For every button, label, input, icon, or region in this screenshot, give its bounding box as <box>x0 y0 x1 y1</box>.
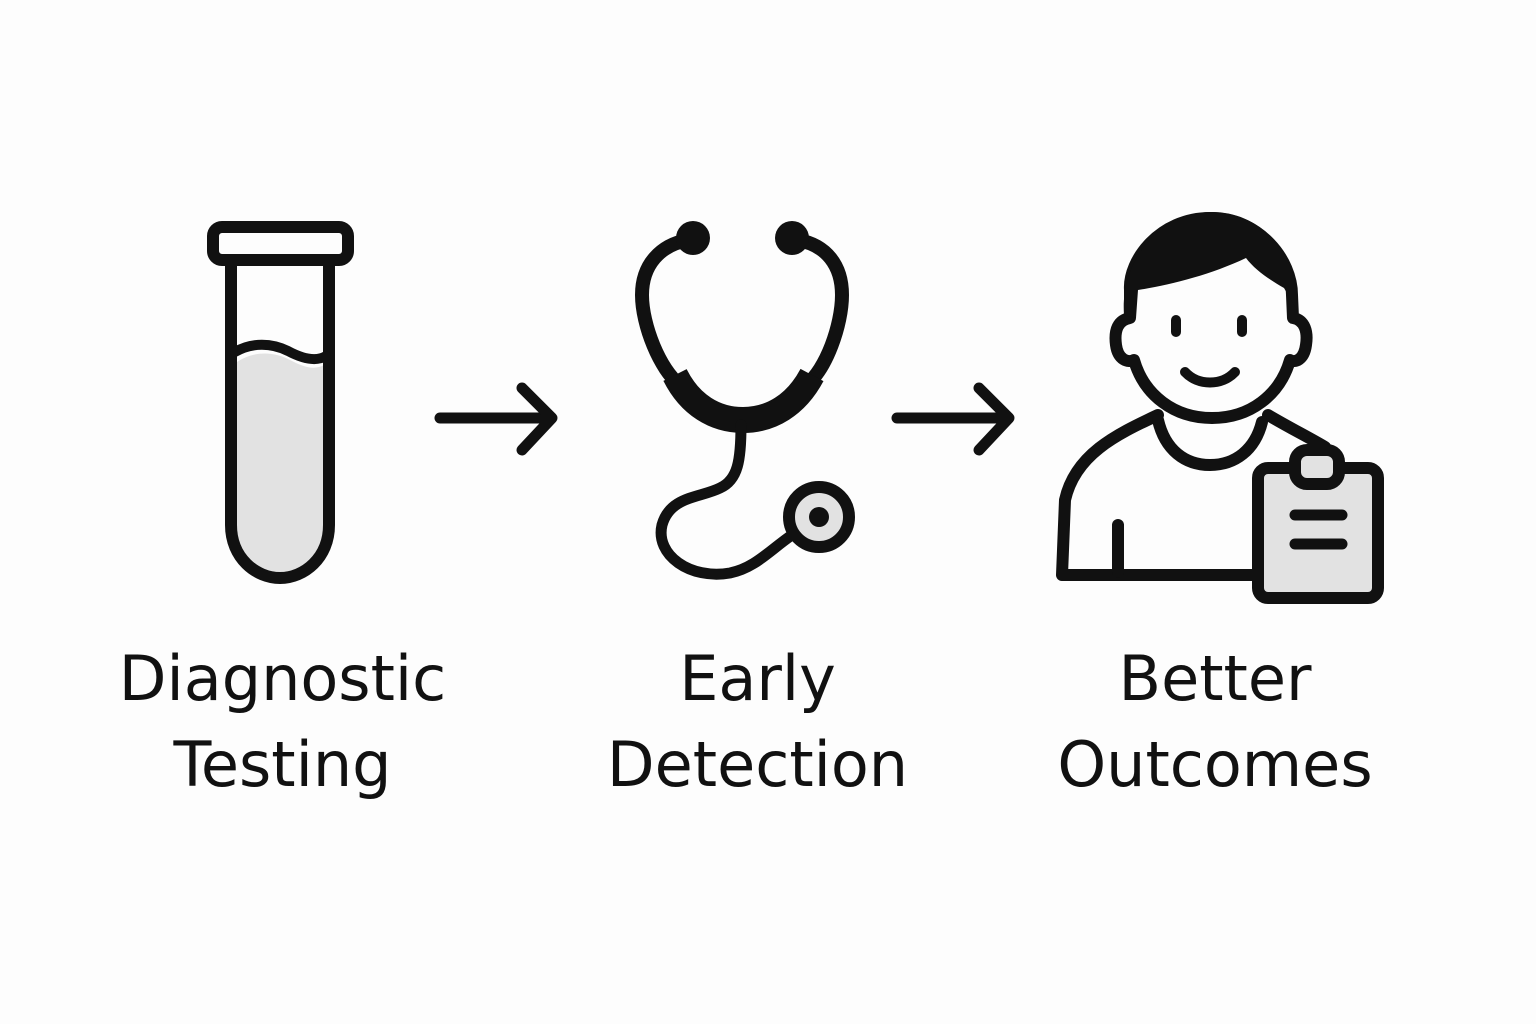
label-line-1: Diagnostic <box>118 642 447 715</box>
step-label-early-detection: Early Detection <box>530 636 985 808</box>
label-line-1: Better <box>1118 642 1312 715</box>
patient-clipboard-icon <box>1056 212 1384 604</box>
label-line-2: Testing <box>173 728 392 801</box>
label-line-2: Detection <box>606 728 909 801</box>
stethoscope-icon <box>634 221 855 580</box>
label-line-2: Outcomes <box>1057 728 1373 801</box>
test-tube-icon <box>207 221 354 584</box>
label-line-1: Early <box>679 642 836 715</box>
arrow-right-icon <box>434 382 558 456</box>
step-label-diagnostic-testing: Diagnostic Testing <box>60 636 505 808</box>
arrow-right-icon <box>891 382 1015 456</box>
step-label-better-outcomes: Better Outcomes <box>990 636 1440 808</box>
